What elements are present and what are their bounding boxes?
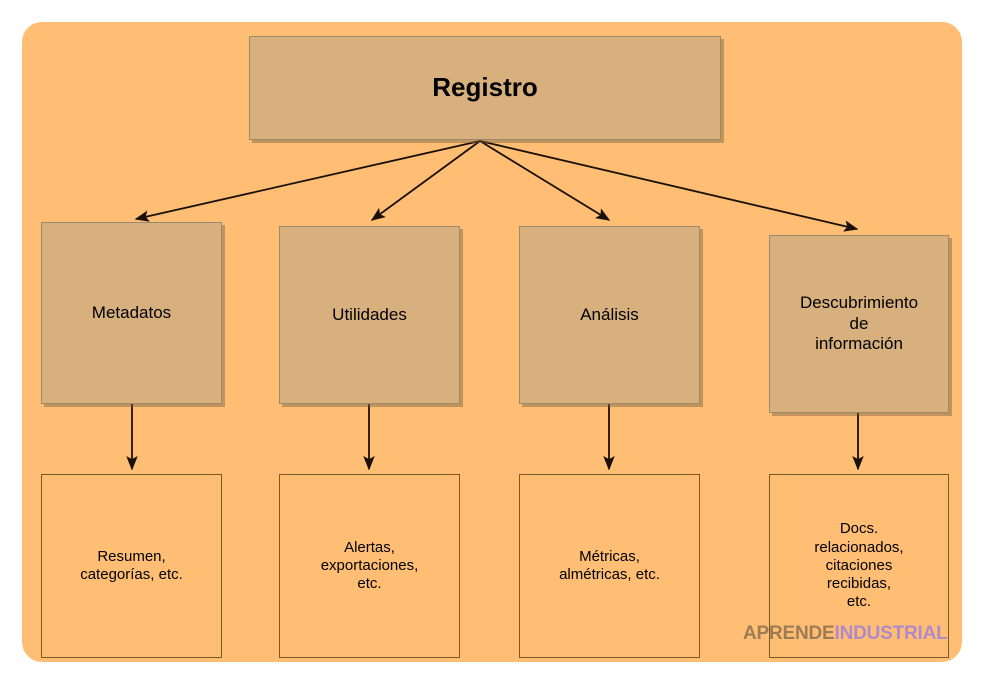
node-alertas-exportaciones-label: Alertas, exportaciones, etc.: [320, 538, 419, 593]
node-docs-relacionados[interactable]: Docs. relacionados, citaciones recibidas…: [769, 474, 949, 658]
node-resumen-categorias[interactable]: Resumen, categorías, etc.: [41, 474, 222, 658]
node-registro[interactable]: Registro: [249, 36, 721, 140]
node-metadatos[interactable]: Metadatos: [41, 222, 222, 404]
node-descubrimiento-de-informacion[interactable]: Descubrimiento de información: [769, 235, 949, 413]
node-registro-label: Registro: [432, 72, 538, 103]
node-metricas-almetricas-label: Métricas, almétricas, etc.: [559, 547, 660, 583]
watermark: APRENDEINDUSTRIAL: [743, 623, 948, 645]
node-utilidades[interactable]: Utilidades: [279, 226, 460, 404]
node-docs-relacionados-label: Docs. relacionados, citaciones recibidas…: [814, 520, 904, 611]
node-resumen-categorias-label: Resumen, categorías, etc.: [80, 547, 183, 583]
node-utilidades-label: Utilidades: [332, 304, 407, 324]
node-descubrimiento-de-informacion-label: Descubrimiento de información: [799, 292, 919, 354]
node-analisis[interactable]: Análisis: [519, 226, 700, 404]
node-analisis-label: Análisis: [580, 304, 639, 324]
node-alertas-exportaciones[interactable]: Alertas, exportaciones, etc.: [279, 474, 460, 658]
watermark-part-two: INDUSTRIAL: [834, 623, 948, 644]
node-metadatos-label: Metadatos: [91, 302, 172, 322]
node-metricas-almetricas[interactable]: Métricas, almétricas, etc.: [519, 474, 700, 658]
watermark-part-one: APRENDE: [743, 623, 835, 644]
